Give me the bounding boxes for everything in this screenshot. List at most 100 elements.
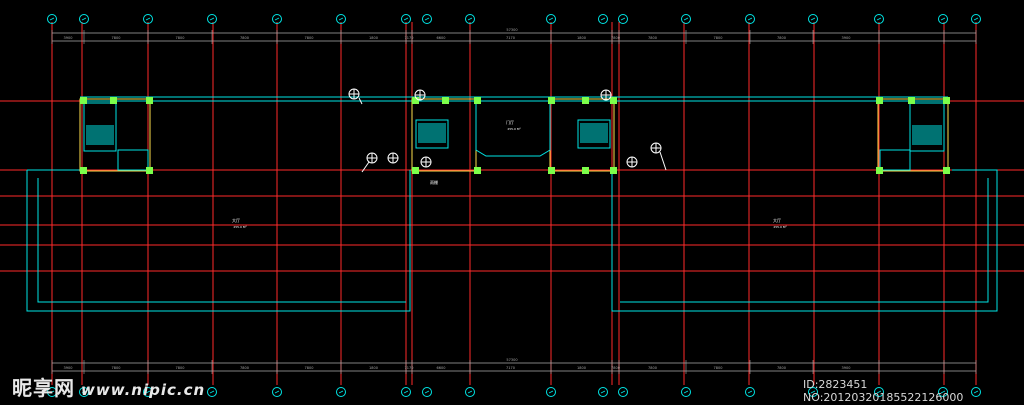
axis-bubble bbox=[874, 387, 884, 397]
axis-bubble-tick bbox=[683, 17, 689, 21]
axis-bubble-tick bbox=[683, 390, 689, 394]
dimension-segment-label: 6600 bbox=[437, 36, 446, 40]
left-hall-label: 大厅 bbox=[232, 217, 240, 223]
right-stair-core bbox=[877, 98, 949, 172]
axis-bubble bbox=[971, 14, 981, 24]
axis-bubble-tick bbox=[145, 390, 151, 394]
dimension-segment-label: 3900 bbox=[842, 366, 851, 370]
axis-bubble bbox=[681, 387, 691, 397]
dimension-segment-label: 7170 bbox=[506, 366, 515, 370]
axis-bubble bbox=[618, 387, 628, 397]
axis-bubble-tick bbox=[338, 390, 344, 394]
axis-bubble bbox=[874, 14, 884, 24]
column bbox=[582, 97, 589, 104]
dimension-segment-label: 7800 bbox=[112, 366, 121, 370]
column bbox=[610, 97, 617, 104]
axis-bubble-tick bbox=[940, 17, 946, 21]
column bbox=[943, 97, 950, 104]
top-axis-bubbles bbox=[47, 14, 981, 24]
axis-bubble bbox=[143, 387, 153, 397]
axis-bubble bbox=[272, 14, 282, 24]
axis-bubble-tick bbox=[81, 390, 87, 394]
axis-bubble-tick bbox=[876, 390, 882, 394]
dimension-segment-label: 7170 bbox=[405, 366, 414, 370]
axis-bubble bbox=[745, 14, 755, 24]
right-core-wall bbox=[877, 98, 949, 172]
column bbox=[943, 167, 950, 174]
axis-bubble bbox=[79, 14, 89, 24]
watermark-brand: 昵享网 bbox=[12, 376, 75, 400]
dimension-segment-label: 7800 bbox=[240, 366, 249, 370]
columns bbox=[80, 97, 950, 174]
axis-bubble bbox=[465, 14, 475, 24]
dimension-lines: 57300 3900 7800 7800 7800 7800 1800 7170 6600 717… bbox=[51, 28, 977, 374]
dimension-segment-label: 6600 bbox=[437, 366, 446, 370]
axis-bubble bbox=[143, 14, 153, 24]
axis-bubble-tick bbox=[600, 390, 606, 394]
axis-bubble-tick bbox=[49, 17, 55, 21]
left-hall-area: 255.0 M² bbox=[233, 225, 247, 229]
axis-bubble bbox=[47, 387, 57, 397]
dimension-segment-label: 7800 bbox=[176, 36, 185, 40]
axis-bubble bbox=[336, 387, 346, 397]
axis-bubble bbox=[618, 14, 628, 24]
axis-bubble bbox=[207, 14, 217, 24]
dimension-segment-label: 7800 bbox=[648, 366, 657, 370]
axis-bubble-tick bbox=[49, 390, 55, 394]
axis-bubble-tick bbox=[274, 390, 280, 394]
right-core-room bbox=[879, 149, 911, 171]
axis-bubble-tick bbox=[747, 390, 753, 394]
column bbox=[908, 97, 915, 104]
right-hall-label: 大厅 bbox=[773, 217, 781, 223]
dimension-overall-label: 57300 bbox=[506, 358, 517, 362]
column bbox=[548, 97, 555, 104]
center-room-area: 255.0 M² bbox=[507, 127, 521, 131]
dimension-segment-label: 7800 bbox=[611, 366, 620, 370]
outline-outer-right bbox=[611, 169, 998, 312]
index-marker bbox=[420, 156, 432, 168]
dimension-segment-label: 7800 bbox=[777, 366, 786, 370]
axis-bubble-tick bbox=[467, 390, 473, 394]
dimension-segment-label: 7800 bbox=[648, 36, 657, 40]
index-marker bbox=[414, 89, 426, 101]
outline-outer bbox=[26, 170, 411, 312]
column bbox=[442, 97, 449, 104]
axis-bubble-tick bbox=[600, 17, 606, 21]
axis-bubble-tick bbox=[338, 17, 344, 21]
axis-bubble bbox=[401, 14, 411, 24]
right-stair-treads bbox=[912, 125, 942, 145]
axis-bubble bbox=[465, 387, 475, 397]
axis-bubble-tick bbox=[145, 17, 151, 21]
building-outline bbox=[26, 96, 998, 312]
axis-bubble bbox=[971, 387, 981, 397]
outline-inner bbox=[37, 178, 406, 303]
axis-bubble-tick bbox=[810, 17, 816, 21]
dimension-segment-label: 1800 bbox=[577, 366, 586, 370]
dimension-segment-label: 3900 bbox=[64, 36, 73, 40]
axis-bubble bbox=[422, 387, 432, 397]
axis-bubble bbox=[938, 387, 948, 397]
axis-bubble-tick bbox=[620, 390, 626, 394]
dimension-segment-label: 1800 bbox=[369, 36, 378, 40]
column bbox=[412, 97, 419, 104]
axis-bubble-tick bbox=[810, 390, 816, 394]
axis-bubble-tick bbox=[747, 17, 753, 21]
axis-bubble bbox=[47, 14, 57, 24]
left-stair-core bbox=[79, 98, 151, 172]
axis-bubble-tick bbox=[81, 17, 87, 21]
dimension-segment-label: 7800 bbox=[611, 36, 620, 40]
center-lobby-wall bbox=[475, 99, 551, 157]
axis-bubble-tick bbox=[940, 390, 946, 394]
column bbox=[876, 167, 883, 174]
column bbox=[474, 167, 481, 174]
axis-bubble-tick bbox=[424, 390, 430, 394]
dimension-segment-label: 7800 bbox=[305, 366, 314, 370]
dimension-segment-label: 7800 bbox=[714, 366, 723, 370]
index-marker bbox=[650, 142, 667, 171]
axis-bubble bbox=[207, 387, 217, 397]
left-core-inner bbox=[83, 102, 117, 152]
center-stair-treads bbox=[418, 123, 608, 143]
axis-bubble-tick bbox=[424, 17, 430, 21]
column bbox=[146, 167, 153, 174]
